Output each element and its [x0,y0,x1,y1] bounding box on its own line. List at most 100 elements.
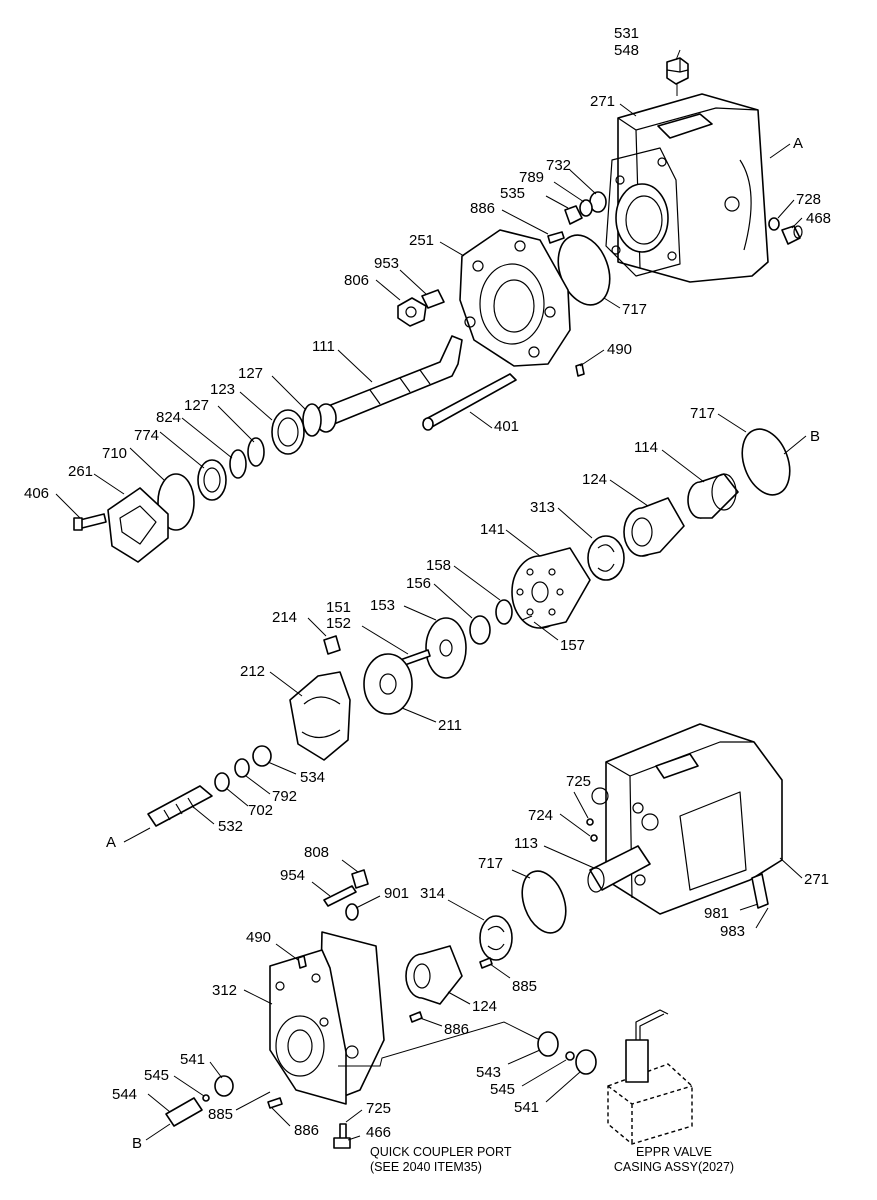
callout-b-lower: B [132,1135,142,1152]
callout-a-top: A [793,135,803,152]
callout-141: 141 [480,521,505,538]
part-oring-717-b [741,428,791,496]
callout-545-right: 545 [490,1081,515,1098]
part-808-954-901 [323,869,369,921]
callout-548: 548 [614,42,639,59]
callout-886-c: 886 [294,1122,319,1139]
callout-886-top: 886 [470,200,495,217]
callout-541-right: 541 [514,1099,539,1116]
part-541-545-544-left [165,1075,234,1127]
callout-127-b: 127 [184,397,209,414]
callout-792: 792 [272,788,297,805]
part-spring-158-156-157 [469,599,533,645]
note-eppr-line1: EPPR VALVE [636,1145,712,1159]
callout-808: 808 [304,844,329,861]
part-bearings-rings [157,403,322,531]
part-bearing-124-top [623,497,685,557]
part-seals-534-792-702 [214,745,272,792]
part-flange-251 [459,229,571,367]
part-retainer-153 [425,617,467,679]
callout-532: 532 [218,818,243,835]
callout-717-c: 717 [478,855,503,872]
callout-954: 954 [280,867,305,884]
callout-211: 211 [438,717,462,734]
callout-156: 156 [406,575,431,592]
callout-710: 710 [102,445,127,462]
part-pin-885 [479,957,493,969]
part-pins-886-lower [267,1011,423,1109]
callout-725-a: 725 [566,773,591,790]
callout-127-a: 127 [238,365,263,382]
part-rod-401 [422,373,517,431]
callout-490-top: 490 [607,341,632,358]
callout-271-top: 271 [590,93,615,110]
part-small-seals-top [564,191,803,245]
callout-724: 724 [528,807,553,824]
part-pin-490-lower [297,955,307,969]
callout-541-left: 541 [180,1051,205,1068]
note-quick-coupler-line2: (SEE 2040 ITEM35) [370,1160,482,1174]
callout-251: 251 [409,232,434,249]
part-cover-261 [107,487,169,563]
callout-824: 824 [156,409,181,426]
part-shoe-plate-211 [363,653,413,715]
callout-111: 111 [312,338,335,355]
callout-953: 953 [374,255,399,272]
callout-490-lower: 490 [246,929,271,946]
part-shaft-113 [587,845,651,893]
callout-158: 158 [426,557,451,574]
callout-152: 152 [326,615,351,632]
callout-313: 313 [530,499,555,516]
callout-717-top: 717 [622,301,647,318]
callout-124-top: 124 [582,471,607,488]
callout-a-lower: A [106,834,116,851]
callout-901: 901 [384,885,409,902]
part-pin-490-top [575,363,585,377]
note-eppr-line2: CASING ASSY(2027) [614,1160,734,1174]
part-valve-plate-314 [479,915,513,961]
callout-123: 123 [210,381,235,398]
callout-702: 702 [248,802,273,819]
callout-468: 468 [806,210,831,227]
part-cylinder-block-141 [511,547,591,629]
callout-b-top: B [810,428,820,445]
part-pin-oring-top [547,231,611,306]
callout-983: 983 [720,923,745,940]
callout-806: 806 [344,272,369,289]
callout-981: 981 [704,905,729,922]
note-quick-coupler-line1: QUICK COUPLER PORT [370,1145,512,1159]
callout-314: 314 [420,885,445,902]
part-small-725-724 [586,818,598,842]
callout-114: 114 [634,439,658,456]
callout-789: 789 [519,169,544,186]
part-bracket-981 [751,873,769,909]
callout-544: 544 [112,1086,137,1103]
callout-406: 406 [24,485,49,502]
callout-401: 401 [494,418,519,435]
callout-157: 157 [560,637,585,654]
callout-774: 774 [134,427,159,444]
callout-545-left: 545 [144,1067,169,1084]
part-nuts-806-953 [397,289,445,327]
leader-lines [55,49,807,1141]
callout-214: 214 [272,609,297,626]
part-valve-plate-313 [587,535,625,581]
part-bushing-214 [323,635,341,655]
part-valve-block-312 [269,931,385,1105]
callout-885-b: 885 [208,1106,233,1123]
callout-271-lower: 271 [804,871,829,888]
part-stopper-532 [147,785,213,827]
callout-732: 732 [546,157,571,174]
part-oring-717-c [521,870,567,934]
part-screw-406 [73,513,107,531]
part-bolt-466 [333,1123,351,1149]
callout-717-b: 717 [690,405,715,422]
callout-534: 534 [300,769,325,786]
callout-151: 151 [326,599,351,616]
callout-124-lower: 124 [472,998,497,1015]
part-543-545-541-right [537,1031,597,1075]
part-connector-531 [666,57,689,96]
part-eppr-valve [607,1009,693,1145]
